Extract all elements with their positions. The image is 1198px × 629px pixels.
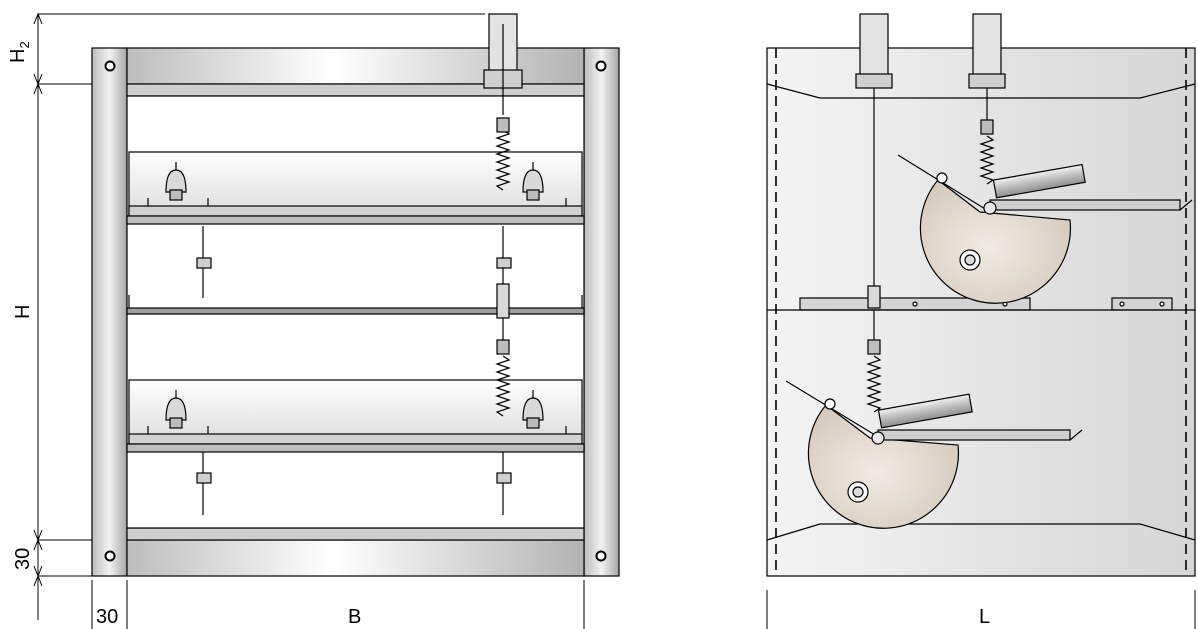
actuator-head: [855, 13, 893, 413]
side-view: [766, 13, 1196, 577]
pivot-bearing: [522, 162, 544, 201]
actuator-spring-assembly: [483, 13, 523, 417]
dim-label-h2: H2: [7, 41, 32, 63]
bolt-hole: [104, 550, 116, 562]
counterweight-upper: [897, 154, 1193, 304]
front-view: [91, 13, 620, 577]
dimension-labels: H2 H 30 30 B L: [7, 41, 990, 628]
dim-label-bottom-30: 30: [12, 548, 34, 570]
dim-label-b: B: [348, 606, 361, 628]
actuator-head: [968, 13, 1006, 185]
pivot-bearing: [522, 390, 544, 429]
frame-bottom-rail: [126, 539, 585, 577]
frame-right-post: [583, 47, 620, 577]
dim-label-h: H: [12, 305, 34, 319]
dimension-lines: [33, 12, 1196, 629]
bolt-hole: [104, 60, 116, 72]
blade-upper: [128, 151, 583, 217]
pivot-bearing: [165, 390, 187, 429]
bolt-hole: [595, 60, 607, 72]
frame-left-post: [91, 47, 128, 577]
pivot-bearing: [165, 162, 187, 201]
counterweight-lower: [785, 380, 1083, 529]
dim-label-l: L: [979, 606, 990, 628]
dim-label-left-30: 30: [96, 606, 118, 628]
bolt-hole: [595, 550, 607, 562]
